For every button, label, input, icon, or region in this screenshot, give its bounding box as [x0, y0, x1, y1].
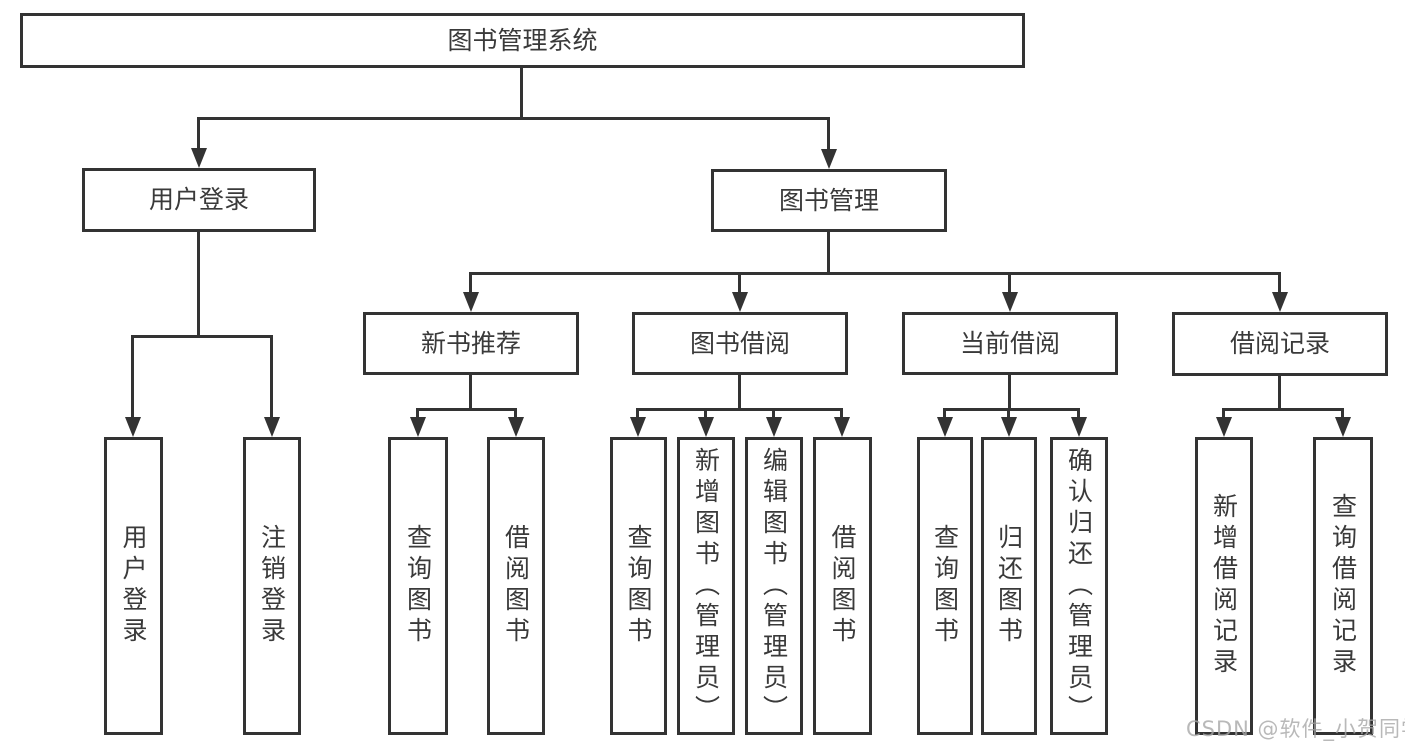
leaf-newrec-query-books: 查询图书	[388, 437, 448, 735]
connector-rail	[416, 408, 517, 411]
node-borrowing-records-label: 借阅记录	[1229, 329, 1330, 358]
leaf-borrow-add-books-admin: 新增图书（管理员）	[677, 437, 735, 735]
leaf-records-add-borrow-record: 新增借阅记录	[1195, 437, 1253, 735]
connector-rail	[197, 117, 830, 120]
leaf-current-confirm-return-admin-label: 确认归还（管理员）	[1064, 446, 1094, 726]
arrow-down-icon	[732, 292, 748, 312]
connector-line	[197, 232, 200, 335]
connector-line	[1222, 408, 1225, 420]
leaf-borrow-query-books: 查询图书	[610, 437, 667, 735]
node-current-borrowing: 当前借阅	[902, 312, 1118, 375]
leaf-current-confirm-return-admin: 确认归还（管理员）	[1050, 437, 1108, 735]
node-new-book-recommendation: 新书推荐	[363, 312, 579, 375]
connector-line	[514, 408, 517, 420]
leaf-borrow-add-books-admin-label: 新增图书（管理员）	[691, 446, 721, 726]
connector-line	[270, 335, 273, 419]
leaf-borrow-borrow-books: 借阅图书	[813, 437, 872, 735]
leaf-current-query-books-label: 查询图书	[930, 524, 960, 648]
connector-line	[827, 117, 830, 152]
arrow-down-icon	[191, 148, 207, 168]
arrow-down-icon	[264, 417, 280, 437]
leaf-user-login-label: 用户登录	[119, 524, 148, 648]
arrow-down-icon	[1272, 292, 1288, 312]
node-new-book-recommendation-label: 新书推荐	[420, 328, 521, 358]
arrow-down-icon	[766, 417, 782, 437]
leaf-newrec-borrow-books-label: 借阅图书	[501, 524, 531, 648]
node-root: 图书管理系统	[20, 13, 1025, 68]
connector-line	[1341, 408, 1344, 420]
leaf-borrow-edit-books-admin: 编辑图书（管理员）	[745, 437, 803, 735]
node-borrowing-records: 借阅记录	[1172, 312, 1388, 376]
arrow-down-icon	[698, 417, 714, 437]
leaf-logout-label: 注销登录	[257, 524, 287, 648]
connector-line	[1008, 272, 1011, 295]
connector-line	[520, 68, 523, 117]
connector-line	[840, 408, 843, 420]
leaf-current-return-books-label: 归还图书	[994, 524, 1024, 648]
arrow-down-icon	[834, 417, 850, 437]
connector-line	[943, 408, 946, 420]
connector-line	[416, 408, 419, 420]
connector-line	[131, 335, 134, 419]
leaf-records-add-borrow-record-label: 新增借阅记录	[1209, 493, 1239, 679]
connector-line	[1077, 408, 1080, 420]
leaf-records-query-borrow-record-label: 查询借阅记录	[1328, 493, 1358, 679]
leaf-newrec-borrow-books: 借阅图书	[487, 437, 545, 735]
arrow-down-icon	[463, 292, 479, 312]
leaf-newrec-query-books-label: 查询图书	[403, 524, 433, 648]
arrow-down-icon	[1002, 292, 1018, 312]
connector-line	[469, 272, 472, 295]
leaf-records-query-borrow-record: 查询借阅记录	[1313, 437, 1373, 735]
connector-line	[636, 408, 639, 420]
arrow-down-icon	[410, 417, 426, 437]
arrow-down-icon	[125, 417, 141, 437]
connector-line	[772, 408, 775, 420]
connector-line	[704, 408, 707, 420]
leaf-borrow-query-books-label: 查询图书	[624, 524, 653, 648]
connector-line	[1008, 375, 1011, 408]
node-user-login: 用户登录	[82, 168, 316, 232]
leaf-borrow-edit-books-admin-label: 编辑图书（管理员）	[759, 446, 789, 726]
arrow-down-icon	[630, 417, 646, 437]
arrow-down-icon	[1071, 417, 1087, 437]
node-book-management-label: 图书管理	[778, 185, 879, 215]
arrow-down-icon	[937, 417, 953, 437]
leaf-user-login: 用户登录	[104, 437, 163, 735]
node-current-borrowing-label: 当前借阅	[959, 328, 1060, 358]
node-root-label: 图书管理系统	[447, 25, 598, 55]
connector-line	[738, 272, 741, 295]
connector-line	[1278, 272, 1281, 295]
leaf-current-return-books: 归还图书	[981, 437, 1037, 735]
connector-rail	[943, 408, 1080, 411]
node-book-borrowing: 图书借阅	[632, 312, 848, 375]
connector-line	[738, 375, 741, 408]
connector-rail	[1222, 408, 1344, 411]
watermark: CSDN @软件_小贺同学	[1186, 717, 1405, 741]
connector-rail	[469, 272, 1281, 275]
arrow-down-icon	[1216, 417, 1232, 437]
connector-line	[469, 375, 472, 408]
node-book-borrowing-label: 图书借阅	[689, 328, 790, 358]
leaf-logout: 注销登录	[243, 437, 301, 735]
connector-line	[1007, 408, 1010, 420]
connector-rail	[636, 408, 843, 411]
connector-line	[827, 232, 830, 272]
connector-line	[1278, 375, 1281, 408]
node-book-management: 图书管理	[711, 169, 947, 232]
arrow-down-icon	[1335, 417, 1351, 437]
connector-line	[197, 117, 200, 151]
arrow-down-icon	[508, 417, 524, 437]
arrow-down-icon	[821, 149, 837, 169]
leaf-current-query-books: 查询图书	[917, 437, 973, 735]
node-user-login-label: 用户登录	[148, 185, 249, 214]
connector-rail	[131, 335, 273, 338]
leaf-borrow-borrow-books-label: 借阅图书	[828, 524, 857, 648]
arrow-down-icon	[1001, 417, 1017, 437]
